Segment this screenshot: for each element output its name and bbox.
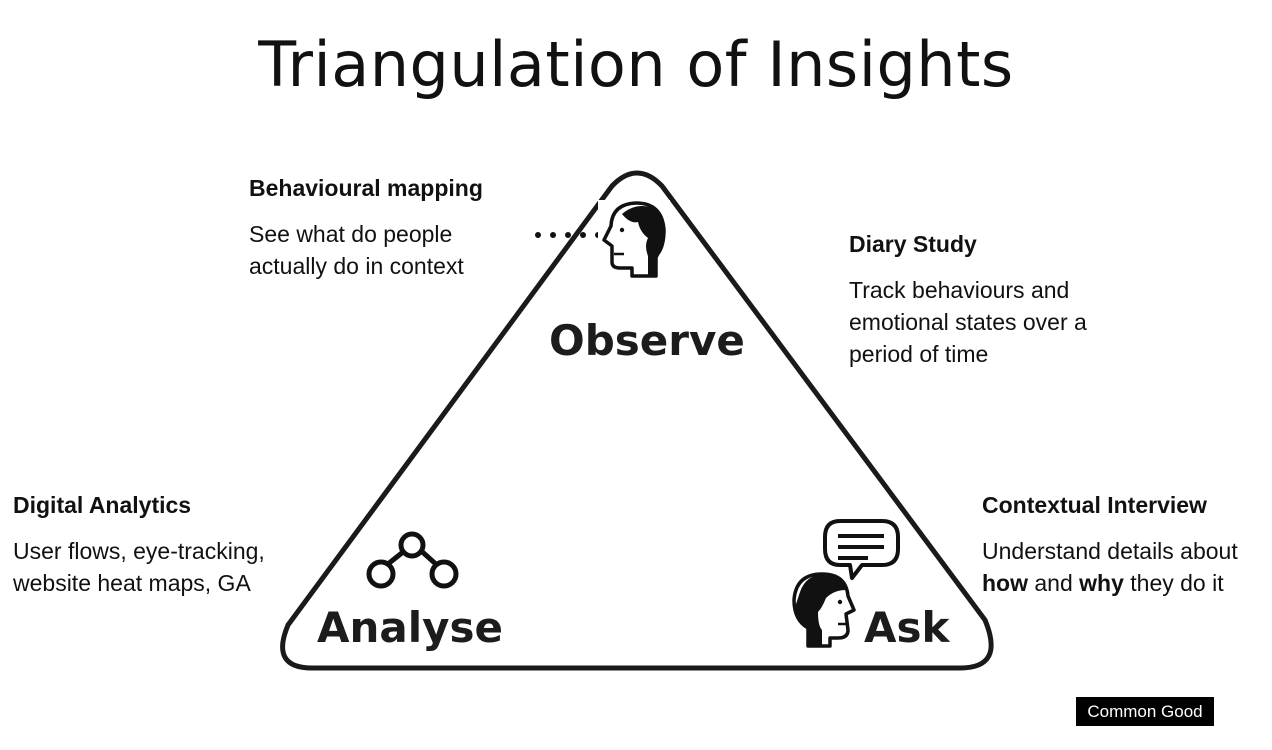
text-segment: and (1028, 570, 1080, 596)
speech-bubble-icon (823, 519, 900, 580)
vertex-ask: Ask (864, 603, 950, 652)
method-description-line: how and why they do it (982, 567, 1238, 599)
triangle-outline (280, 170, 994, 671)
method-contextual-interview: Contextual Interview Understand details … (982, 489, 1238, 599)
dotted-connector (535, 232, 601, 238)
method-digital-analytics: Digital Analytics User flows, eye-tracki… (13, 489, 265, 599)
method-behavioural-mapping: Behavioural mapping See what do people a… (249, 172, 483, 282)
method-description-line: See what do people (249, 221, 453, 247)
method-description-line: period of time (849, 341, 989, 367)
method-heading: Diary Study (849, 231, 977, 257)
method-heading: Contextual Interview (982, 492, 1207, 518)
page-title: Triangulation of Insights (258, 28, 1014, 101)
method-description-line: Understand details about (982, 538, 1238, 564)
method-description-line: actually do in context (249, 253, 464, 279)
vertex-observe: Observe (549, 316, 745, 365)
vertex-analyse: Analyse (317, 603, 504, 652)
method-description-line: User flows, eye-tracking, (13, 538, 265, 564)
method-heading: Behavioural mapping (249, 175, 483, 201)
method-heading: Digital Analytics (13, 492, 192, 518)
method-diary-study: Diary Study Track behaviours and emotion… (849, 228, 1087, 370)
text-segment: they do it (1123, 570, 1224, 596)
speaking-head-icon (792, 572, 856, 648)
brand-badge: Common Good (1076, 697, 1214, 726)
method-description-line: website heat maps, GA (13, 570, 251, 596)
method-description-line: emotional states over a (849, 309, 1087, 335)
nodes-graph-icon (366, 531, 459, 589)
emphasis-how: how (982, 570, 1028, 596)
emphasis-why: why (1079, 570, 1124, 596)
person-head-icon (598, 200, 670, 280)
method-description-line: Track behaviours and (849, 277, 1070, 303)
